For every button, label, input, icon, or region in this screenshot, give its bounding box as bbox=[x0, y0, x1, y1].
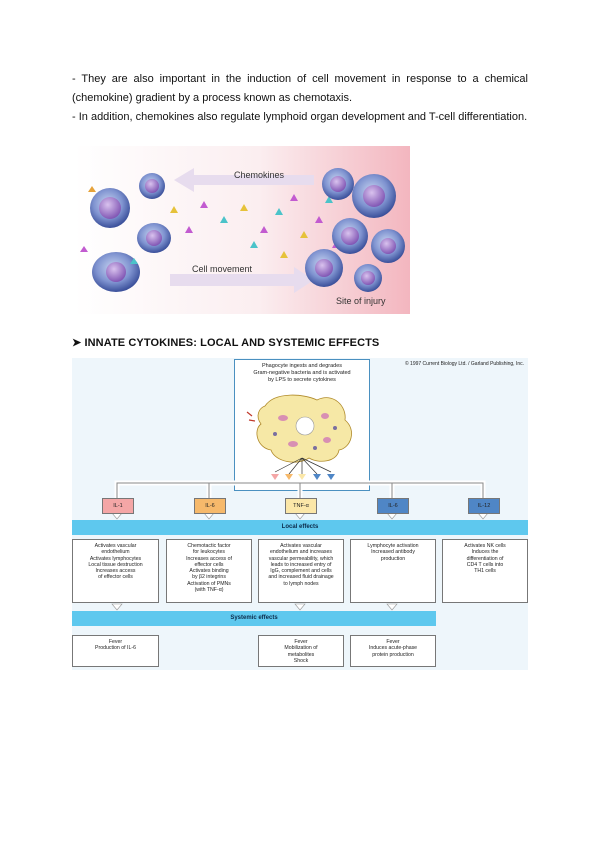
local-effect-il1: Activates vascular endothelium Activates… bbox=[72, 539, 159, 603]
cell-movement-arrow bbox=[170, 267, 314, 293]
local-effects-band: Local effects bbox=[72, 520, 528, 535]
phagocyte-box: Phagocyte ingests and degrades Gram-nega… bbox=[234, 359, 370, 491]
label-cell-movement: Cell movement bbox=[192, 264, 253, 274]
label-chemokines: Chemokines bbox=[234, 170, 285, 180]
local-effect-il8: Chemotactic factor for leukocytes Increa… bbox=[166, 539, 252, 603]
phagocyte-caption: Phagocyte ingests and degrades Gram-nega… bbox=[253, 363, 351, 383]
chemokine-gradient-figure: Chemokines Cell movement bbox=[74, 146, 410, 314]
copyright-note: © 1997 Current Biology Ltd. / Garland Pu… bbox=[404, 361, 524, 367]
section-heading: ➤ INNATE CYTOKINES: LOCAL AND SYSTEMIC E… bbox=[72, 337, 380, 349]
local-effect-il6: Lymphocyte activation Increased antibody… bbox=[350, 539, 436, 603]
innate-cytokines-diagram: © 1997 Current Biology Ltd. / Garland Pu… bbox=[72, 358, 528, 670]
cytokine-il6-box: IL-6 bbox=[377, 498, 409, 514]
chemokine-arrow bbox=[174, 168, 314, 192]
cytokine-il12-box: IL-12 bbox=[468, 498, 500, 514]
connector-lines bbox=[111, 480, 489, 611]
migrating-cells bbox=[80, 173, 171, 292]
cytokine-il8-box: IL-6 bbox=[194, 498, 226, 514]
local-effect-il12: Activates NK cells Induces the different… bbox=[442, 539, 528, 603]
systemic-effect-il1: Fever Production of IL-6 bbox=[72, 635, 159, 667]
paragraph-lymphoid-development: - In addition, chemokines also regulate … bbox=[72, 111, 528, 123]
cytokine-il1-box: IL-1 bbox=[102, 498, 134, 514]
site-of-injury-cells bbox=[305, 168, 405, 292]
local-effect-tnf: Activates vascular endothelium and incre… bbox=[258, 539, 344, 603]
cytokine-tnf-box: TNF-α bbox=[285, 498, 317, 514]
paragraph-chemotaxis: - They are also important in the inducti… bbox=[72, 73, 528, 104]
systemic-effects-band: Systemic effects bbox=[72, 611, 436, 626]
systemic-effect-il6: Fever Induces acute-phase protein produc… bbox=[350, 635, 436, 667]
phagocyte-illustration bbox=[246, 394, 352, 480]
label-site-of-injury: Site of injury bbox=[336, 296, 386, 306]
systemic-effect-tnf: Fever Mobilization of metabolites Shock bbox=[258, 635, 344, 667]
